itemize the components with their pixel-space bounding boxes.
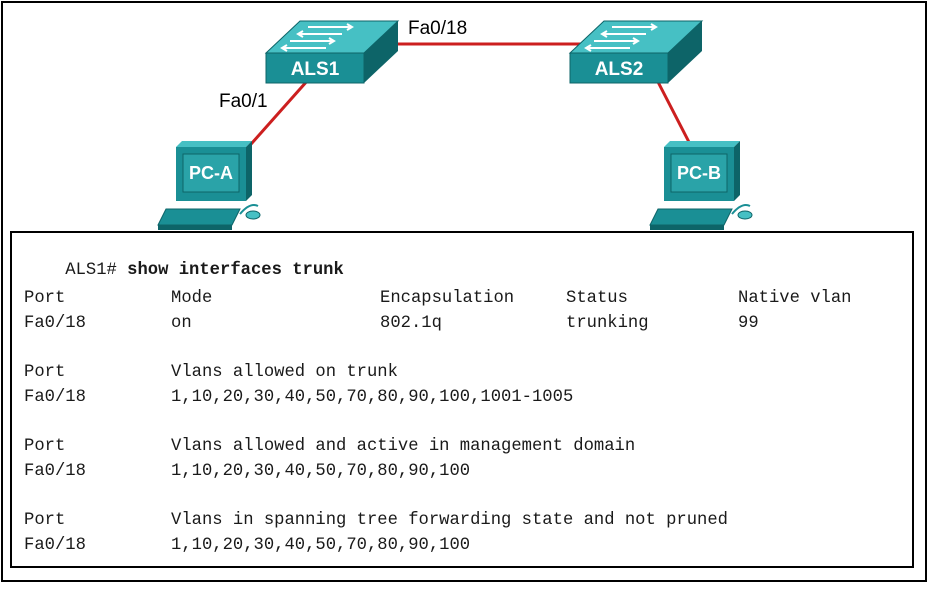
active-vlans-row: Fa0/18 1,10,20,30,40,50,70,80,90,100 bbox=[24, 462, 470, 482]
cell-port: Fa0/18 bbox=[24, 388, 86, 407]
switch-als2-label: ALS2 bbox=[595, 59, 644, 80]
link-label-fa0-18: Fa0/18 bbox=[408, 18, 467, 39]
switch-arrows-icon bbox=[584, 23, 658, 52]
forwarding-vlans-header: Port Vlans in spanning tree forwarding s… bbox=[24, 511, 728, 531]
allowed-vlans-header: Port Vlans allowed on trunk bbox=[24, 363, 398, 383]
cell-mode: on bbox=[171, 314, 192, 333]
pc-b-label: PC-B bbox=[677, 163, 721, 183]
header-vlans-forwarding: Vlans in spanning tree forwarding state … bbox=[171, 511, 728, 530]
trunk-table-header: Port Mode Encapsulation Status Native vl… bbox=[24, 289, 851, 309]
pc-a[interactable]: PC-A bbox=[157, 141, 261, 230]
switch-als1-label: ALS1 bbox=[291, 59, 340, 80]
header-vlans-allowed: Vlans allowed on trunk bbox=[171, 363, 398, 382]
switch-als1[interactable]: ALS1 bbox=[264, 20, 400, 84]
cell-encapsulation: 802.1q bbox=[380, 314, 442, 333]
switch-als2[interactable]: ALS2 bbox=[568, 20, 704, 84]
header-vlans-active: Vlans allowed and active in management d… bbox=[171, 437, 636, 456]
pc-a-label: PC-A bbox=[189, 163, 233, 183]
header-encapsulation: Encapsulation bbox=[380, 289, 515, 308]
header-mode: Mode bbox=[171, 289, 213, 308]
cell-port: Fa0/18 bbox=[24, 462, 86, 481]
header-port: Port bbox=[24, 437, 66, 456]
cell-vlans-active: 1,10,20,30,40,50,70,80,90,100 bbox=[171, 462, 471, 481]
network-topology: Fa0/18 Fa0/1 ALS1 ALS2 bbox=[157, 18, 753, 230]
trunk-table-row: Fa0/18 on 802.1q trunking 99 bbox=[24, 314, 759, 334]
header-native-vlan: Native vlan bbox=[738, 289, 852, 308]
cell-status: trunking bbox=[566, 314, 649, 333]
header-port: Port bbox=[24, 289, 66, 308]
header-port: Port bbox=[24, 511, 66, 530]
header-status: Status bbox=[566, 289, 628, 308]
command-line: ALS1# show interfaces trunk bbox=[24, 241, 344, 280]
switch-arrows-icon bbox=[280, 23, 354, 52]
allowed-vlans-row: Fa0/18 1,10,20,30,40,50,70,80,90,100,100… bbox=[24, 388, 573, 408]
cli-prompt: ALS1# bbox=[65, 261, 117, 280]
pc-b[interactable]: PC-B bbox=[649, 141, 753, 230]
cell-vlans-forwarding: 1,10,20,30,40,50,70,80,90,100 bbox=[171, 536, 471, 555]
cell-port: Fa0/18 bbox=[24, 536, 86, 555]
cell-native-vlan: 99 bbox=[738, 314, 759, 333]
link-als2-pcb bbox=[655, 79, 693, 147]
active-vlans-header: Port Vlans allowed and active in managem… bbox=[24, 437, 635, 457]
cell-vlans-allowed: 1,10,20,30,40,50,70,80,90,100,1001-1005 bbox=[171, 388, 574, 407]
forwarding-vlans-row: Fa0/18 1,10,20,30,40,50,70,80,90,100 bbox=[24, 536, 470, 556]
header-port: Port bbox=[24, 363, 66, 382]
cli-command: show interfaces trunk bbox=[127, 261, 344, 280]
console-output: ALS1# show interfaces trunk Port Mode En… bbox=[10, 231, 914, 568]
link-label-fa0-1: Fa0/1 bbox=[219, 91, 268, 112]
cell-port: Fa0/18 bbox=[24, 314, 86, 333]
link-pca-als1 bbox=[242, 79, 310, 153]
